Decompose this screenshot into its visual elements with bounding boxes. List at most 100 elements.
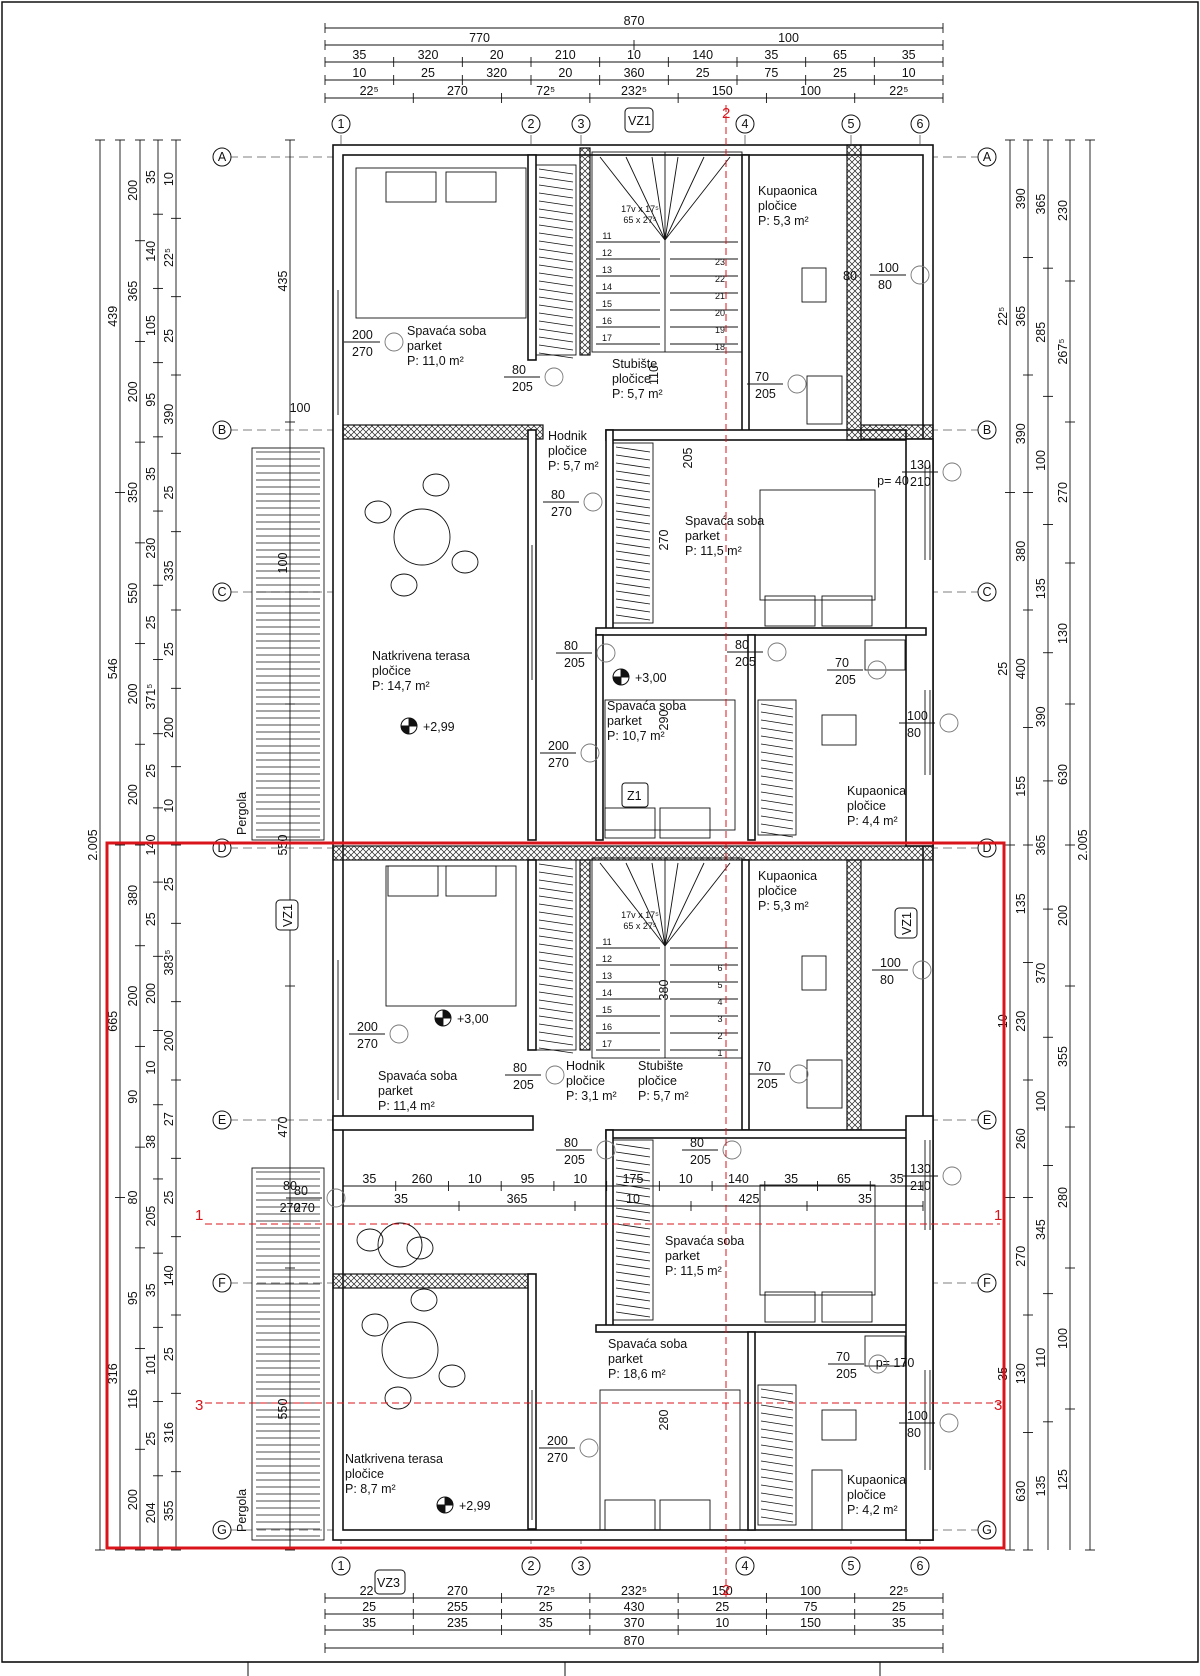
opening-marker xyxy=(722,1140,742,1160)
opening-height: 205 xyxy=(755,387,776,401)
wardrobe-slat xyxy=(615,446,651,453)
wardrobe xyxy=(535,164,577,356)
dim-label: 390 xyxy=(1014,188,1028,209)
dim-label: 10 xyxy=(352,66,366,80)
dim-label: 365 xyxy=(1034,194,1048,215)
step-number: 17 xyxy=(602,333,612,343)
step-number: 22 xyxy=(715,274,725,284)
dim-label: 95 xyxy=(144,393,158,407)
toilet xyxy=(821,1409,857,1441)
dim-label: 80 xyxy=(843,269,857,283)
opening-height: 270 xyxy=(547,1451,568,1465)
axis-bubble xyxy=(212,1110,232,1130)
opening-width: 80 xyxy=(690,1136,704,1150)
section-mark: 1 xyxy=(195,1207,203,1224)
opening-marker xyxy=(939,713,959,733)
winder xyxy=(664,862,679,947)
dim-label: 125 xyxy=(1056,1469,1070,1490)
opening-width: 80 xyxy=(512,363,526,377)
wall xyxy=(527,859,537,1051)
dim-label: 101 xyxy=(144,1354,158,1375)
wardrobe-slat xyxy=(538,328,574,335)
dim-label: 25 xyxy=(421,66,435,80)
dim-label: 270 xyxy=(1014,1246,1028,1267)
axis-label: 6 xyxy=(917,1559,924,1573)
dim-label: 665 xyxy=(106,1011,120,1032)
axis-bubble xyxy=(212,1520,232,1540)
wardrobe-slat xyxy=(760,1476,794,1483)
dim-label: 380 xyxy=(1014,541,1028,562)
wardrobe-slat xyxy=(760,759,794,766)
dim-label: 35 xyxy=(352,48,366,62)
step-number: 16 xyxy=(602,316,612,326)
opening-marker xyxy=(868,1354,888,1374)
opening-height: 205 xyxy=(735,655,756,669)
opening-height: 270 xyxy=(551,505,572,519)
wardrobe-slat xyxy=(760,735,794,742)
dim-label: 100 xyxy=(1034,1091,1048,1112)
wardrobe-slat xyxy=(760,1396,794,1403)
level-value: +2,99 xyxy=(423,720,455,734)
stair-label: 65 x 27⁵ xyxy=(623,921,657,931)
dim-label: 10 xyxy=(162,799,176,813)
room-name: Spavaća soba xyxy=(407,324,486,338)
opening-width: 70 xyxy=(836,1350,850,1364)
wardrobe-slat xyxy=(538,927,574,934)
wall xyxy=(860,424,934,440)
wardrobe-slat xyxy=(615,494,651,501)
step-number: 11 xyxy=(602,231,611,241)
axis-label: 1 xyxy=(338,1559,345,1573)
stair-outline xyxy=(591,857,743,1059)
step-number: 21 xyxy=(715,291,725,301)
axis-label: 3 xyxy=(578,117,585,131)
axis-bubble xyxy=(212,420,232,440)
wardrobe-slat xyxy=(538,208,574,215)
dim-label: 100 xyxy=(1056,1328,1070,1349)
wall xyxy=(905,438,934,847)
room-name: Stubište xyxy=(612,357,657,371)
dim-label: 320 xyxy=(486,66,507,80)
wardrobe-slat xyxy=(615,1215,651,1222)
room-name: Kupaonica xyxy=(758,869,817,883)
axis-bubble xyxy=(977,1273,997,1293)
pergola-label: Pergola xyxy=(235,1489,249,1532)
dim-label: 27 xyxy=(162,1112,176,1126)
dim-label: 200 xyxy=(144,983,158,1004)
dim-label: 25 xyxy=(715,1600,729,1614)
winder xyxy=(599,156,666,241)
opening-marker xyxy=(787,374,807,394)
step-number: 18 xyxy=(715,342,725,352)
wardrobe-slat xyxy=(760,703,794,710)
dim-label: 140 xyxy=(144,835,158,856)
dim-label: 200 xyxy=(126,381,140,402)
wardrobe-slat xyxy=(538,863,574,870)
dim-label: 100 xyxy=(290,401,311,415)
section-mark: 2 xyxy=(722,105,730,122)
stair-label: 65 x 27⁵ xyxy=(623,215,657,225)
dim-label: 400 xyxy=(1014,658,1028,679)
wardrobe-slat xyxy=(615,542,651,549)
dim-label: 267⁵ xyxy=(1056,338,1070,364)
stair-label: 17v x 17⁵ xyxy=(621,910,659,920)
axis-label: G xyxy=(217,1523,227,1537)
dim-label: 20 xyxy=(558,66,572,80)
dim-label: 280 xyxy=(1056,1187,1070,1208)
wardrobe-slat xyxy=(615,534,651,541)
axis-label: C xyxy=(982,585,991,599)
section-mark: 1 xyxy=(994,1207,1002,1224)
step-number: 17 xyxy=(602,1039,612,1049)
windows xyxy=(337,290,931,1520)
axis-bubble xyxy=(977,1520,997,1540)
dim-label: 25 xyxy=(539,1600,553,1614)
dim-label: 550 xyxy=(126,583,140,604)
dim-label: 205 xyxy=(681,448,695,469)
wardrobe-slat xyxy=(615,590,651,597)
wardrobe-slat xyxy=(760,1412,794,1419)
dim-label: 105 xyxy=(144,315,158,336)
dim-label: 35 xyxy=(784,1172,798,1186)
opening-marker xyxy=(596,1140,616,1160)
